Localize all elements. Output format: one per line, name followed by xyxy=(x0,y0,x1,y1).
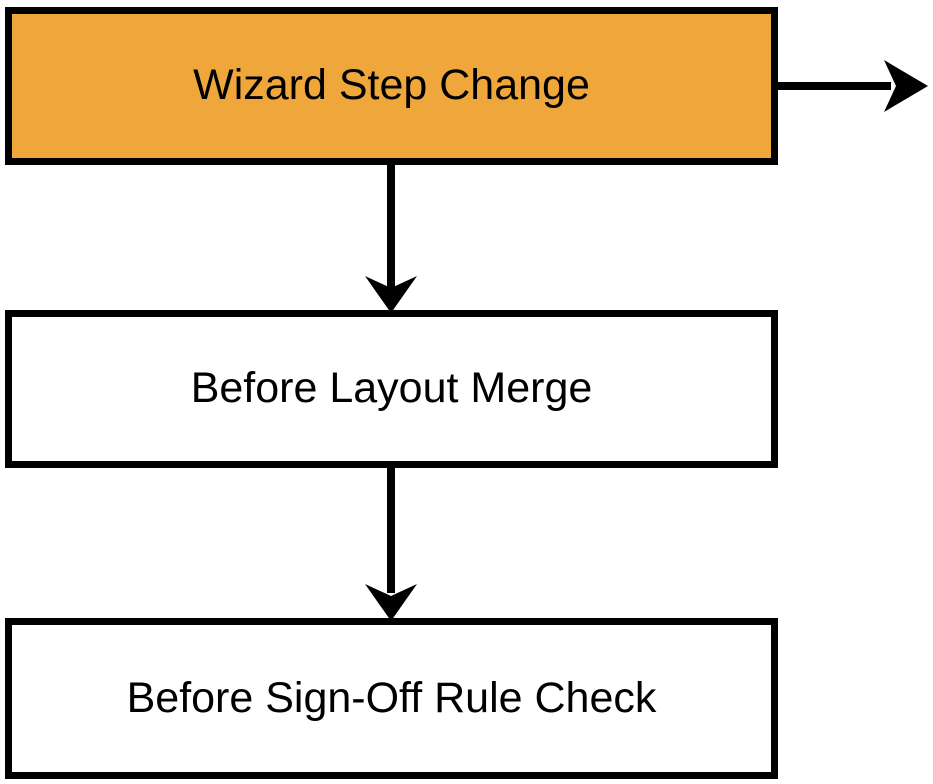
edge-wizard-to-layout xyxy=(365,163,417,313)
node-before-layout-merge[interactable]: Before Layout Merge xyxy=(5,310,778,468)
edge-layout-to-signoff-stem xyxy=(387,466,395,593)
edge-wizard-to-layout-stem xyxy=(387,163,395,288)
node-before-signoff-rule-check-label: Before Sign-Off Rule Check xyxy=(126,673,657,722)
edge-wizard-to-layout-arrowhead xyxy=(365,276,417,313)
node-before-layout-merge-label: Before Layout Merge xyxy=(190,364,593,413)
edge-wizard-to-offscreen xyxy=(778,60,928,112)
node-wizard-step-change-label: Wizard Step Change xyxy=(193,61,590,110)
edge-wizard-to-offscreen-arrowhead xyxy=(884,60,928,112)
node-before-signoff-rule-check[interactable]: Before Sign-Off Rule Check xyxy=(5,618,778,779)
node-wizard-step-change[interactable]: Wizard Step Change xyxy=(5,7,778,165)
edge-layout-to-signoff xyxy=(365,466,417,621)
edge-wizard-to-offscreen-stem xyxy=(778,82,891,90)
edge-layout-to-signoff-arrowhead xyxy=(365,584,417,621)
